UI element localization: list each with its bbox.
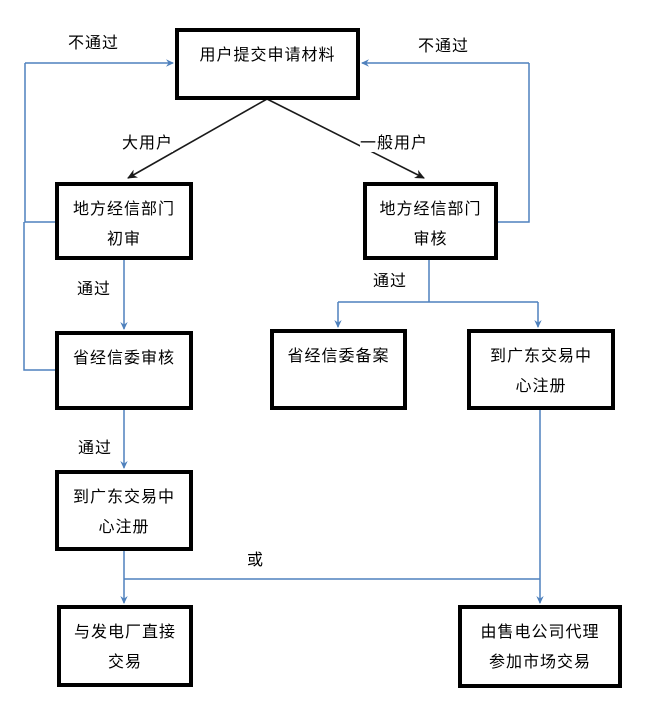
- node-label-line1: 地方经信部门: [379, 201, 482, 218]
- node-register-guangdong-center-left: 到广东交易中 心注册: [55, 470, 193, 551]
- node-local-dept-preliminary-review: 地方经信部门 初审: [55, 182, 193, 260]
- edge-label-pass-left-1: 通过: [77, 281, 112, 298]
- node-label-line2: 心注册: [98, 519, 150, 536]
- node-provincial-commission-record: 省经信委备案: [270, 329, 407, 410]
- edge-label-general-user: 一般用户: [360, 135, 429, 152]
- node-label-line2: 审核: [413, 231, 448, 248]
- node-label-line2: 参加市场交易: [488, 654, 591, 671]
- node-register-guangdong-center-right: 到广东交易中 心注册: [467, 329, 615, 410]
- node-label-line1: 地方经信部门: [72, 201, 175, 218]
- node-label: 省经信委审核: [72, 350, 175, 367]
- node-label-line2: 交易: [107, 654, 142, 671]
- edge-label-pass-left-2: 通过: [78, 440, 113, 457]
- edge-fail-left-return: [23, 63, 55, 371]
- node-local-dept-review: 地方经信部门 审核: [363, 182, 498, 260]
- node-direct-trade-with-plants: 与发电厂直接 交易: [57, 605, 193, 687]
- edge-label-pass-right: 通过: [373, 273, 408, 290]
- node-label: 省经信委备案: [287, 348, 390, 365]
- edge-label-fail-right: 不通过: [418, 38, 470, 55]
- edge-pass-right-trunk: [338, 260, 538, 303]
- edge-label-or: 或: [247, 552, 265, 569]
- node-label-line2: 心注册: [515, 378, 567, 395]
- node-label: 用户提交申请材料: [199, 47, 336, 64]
- node-agent-market-trade: 由售电公司代理 参加市场交易: [458, 605, 622, 688]
- edge-label-large-user: 大用户: [122, 135, 174, 152]
- node-label-line2: 初审: [106, 231, 141, 248]
- node-label-line1: 到广东交易中: [489, 348, 592, 365]
- node-label-line1: 与发电厂直接: [73, 624, 176, 641]
- edge-label-fail-left: 不通过: [68, 35, 120, 52]
- edge-fail-right-return: [498, 63, 530, 223]
- edge-general-user-branch: [266, 98, 425, 179]
- node-label-line1: 到广东交易中: [72, 489, 175, 506]
- edge-large-user-branch: [127, 98, 268, 179]
- node-provincial-commission-review: 省经信委审核: [55, 331, 193, 410]
- node-label-line1: 由售电公司代理: [480, 624, 600, 641]
- node-submit-application: 用户提交申请材料: [175, 28, 360, 100]
